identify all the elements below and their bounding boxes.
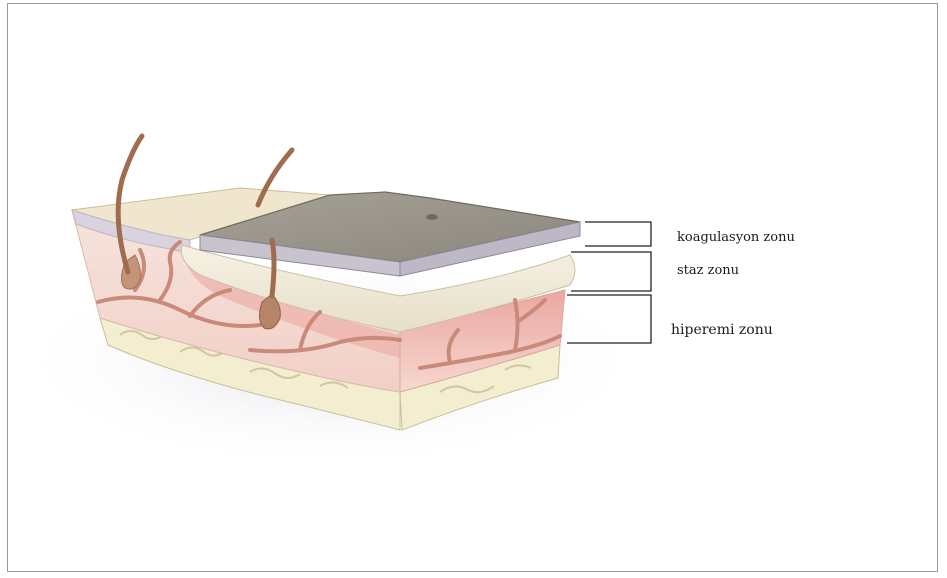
bracket-stasis (571, 252, 651, 291)
bracket-coagulation (585, 222, 651, 246)
label-coagulation-zone: koagulasyon zonu (677, 231, 795, 244)
hair-pore (426, 214, 438, 220)
label-hyperemia-zone: hiperemi zonu (671, 323, 773, 337)
label-stasis-zone: staz zonu (677, 264, 739, 277)
